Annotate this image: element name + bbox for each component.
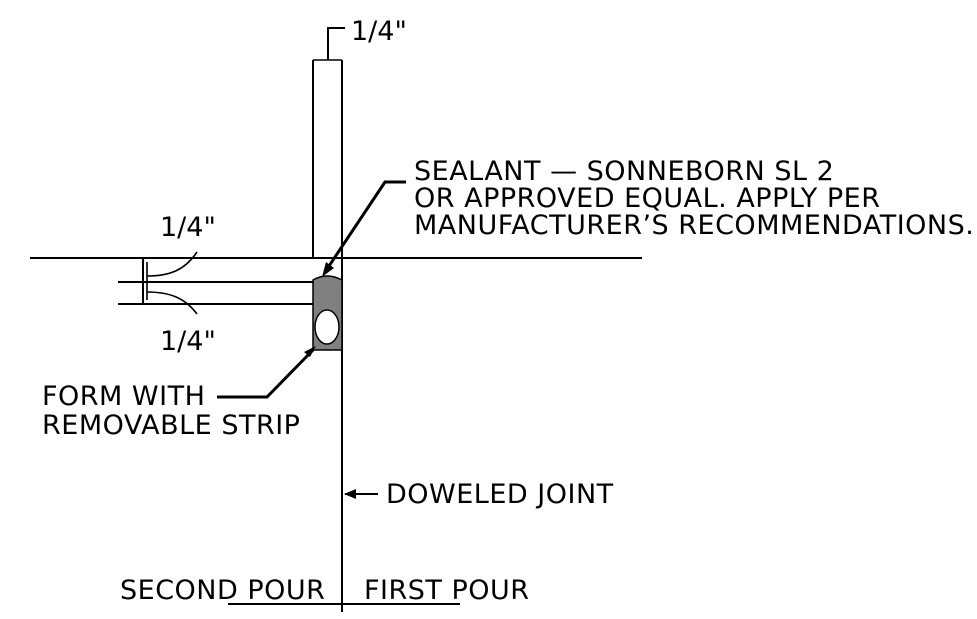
backer-rod <box>314 309 340 345</box>
upper-dimension-leader <box>146 251 198 277</box>
form-leader-arrowhead <box>304 346 316 357</box>
top-dimension-text: 1/4" <box>351 16 407 47</box>
lower-dimension-text: 1/4" <box>160 326 216 357</box>
form-label-line-2: REMOVABLE STRIP <box>42 410 300 441</box>
upper-dimension-text: 1/4" <box>160 212 216 243</box>
sealant-label-line-2: OR APPROVED EQUAL. APPLY PER <box>414 183 881 214</box>
lower-dimension-leader <box>146 291 198 315</box>
form-leader <box>217 348 315 399</box>
doweled-joint-label: DOWELED JOINT <box>386 479 614 510</box>
second-pour-label: SECOND POUR <box>120 575 325 606</box>
sealant-leader <box>323 180 406 273</box>
sealant-label-line-1: SEALANT — SONNEBORN SL 2 <box>414 156 834 187</box>
form-label-line-1: FORM WITH <box>42 381 205 412</box>
first-pour-label: FIRST POUR <box>364 575 530 606</box>
top-dimension-leader <box>327 27 345 60</box>
doweled-joint-arrowhead <box>344 489 356 499</box>
sealant-label-line-3: MANUFACTURER’S RECOMMENDATIONS. <box>414 210 974 241</box>
sealant-leader-arrowhead <box>322 262 334 277</box>
